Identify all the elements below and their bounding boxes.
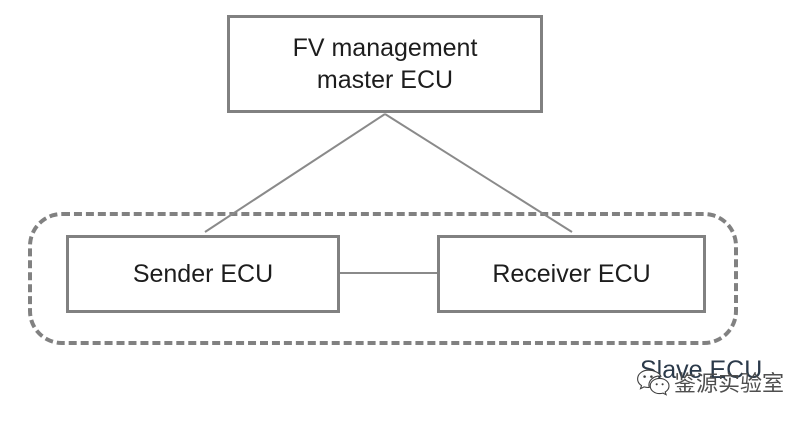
node-master-label-line1: FV management (292, 34, 478, 62)
edge-master-to-sender (204, 113, 386, 233)
node-master-label: FV management master ECU (293, 32, 478, 96)
node-receiver-label: Receiver ECU (492, 260, 651, 288)
node-sender-ecu[interactable]: Sender ECU (66, 235, 340, 313)
node-master-label-line2: master ECU (316, 66, 454, 94)
edge-master-to-receiver (384, 113, 573, 233)
node-sender-label: Sender ECU (132, 260, 274, 288)
slave-ecu-group-boundary (28, 212, 738, 345)
node-fv-management-master-ecu[interactable]: FV management master ECU (227, 15, 543, 113)
slave-ecu-group-label: Slave ECU (640, 356, 763, 384)
node-receiver-ecu[interactable]: Receiver ECU (437, 235, 706, 313)
